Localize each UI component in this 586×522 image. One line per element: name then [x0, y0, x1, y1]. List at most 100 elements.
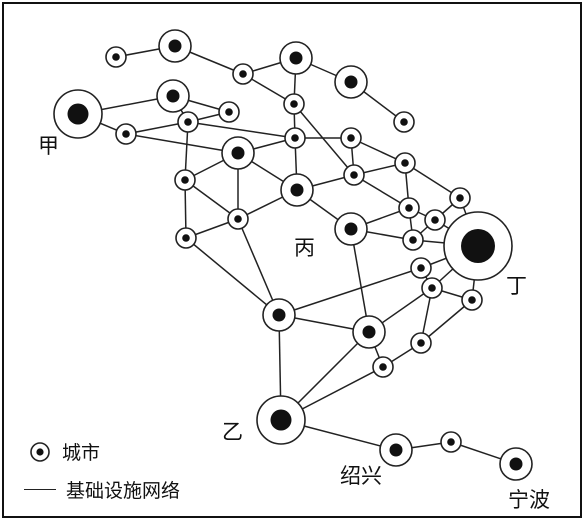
city-core [401, 159, 409, 167]
city-node-b [158, 29, 192, 63]
city-core [168, 39, 182, 53]
network-link-j-l [187, 121, 296, 139]
city-node-v [402, 229, 424, 251]
legend-network-row: 基础设施网络 [24, 476, 180, 503]
city-node-dd [410, 332, 432, 354]
city-core [234, 215, 242, 223]
network-link-w-bb [237, 218, 280, 316]
city-node-ee [372, 356, 394, 378]
label-ding: 丁 [506, 274, 527, 298]
city-core [347, 134, 355, 142]
city-core [290, 100, 298, 108]
city-core [509, 457, 523, 471]
city-core [272, 308, 286, 322]
city-core [379, 363, 387, 371]
city-node-ding [443, 211, 513, 281]
city-core [431, 216, 439, 224]
city-node-s [398, 197, 420, 219]
node-layer [53, 29, 533, 481]
city-node-q [343, 164, 365, 186]
city-node-x [175, 227, 197, 249]
city-core [405, 204, 413, 212]
city-node-y [410, 257, 432, 279]
city-node-bing [334, 212, 368, 246]
city-core [389, 443, 403, 457]
city-core [456, 194, 464, 202]
city-node-ningbo [499, 447, 533, 481]
city-node-n [221, 136, 255, 170]
city-core [184, 118, 192, 126]
city-core [166, 89, 180, 103]
label-ningbo: 宁波 [508, 488, 550, 512]
city-node-m [340, 127, 362, 149]
label-jia: 甲 [38, 134, 59, 158]
legend-city-row: 城市 [28, 438, 100, 465]
city-core [447, 438, 455, 446]
city-core [417, 264, 425, 272]
city-node-jia [53, 89, 103, 139]
city-node-ff [440, 431, 462, 453]
city-core [225, 108, 233, 116]
city-node-z [421, 277, 443, 299]
city-core [289, 51, 303, 65]
city-core [122, 130, 130, 138]
city-core [417, 339, 425, 347]
network-link-i-n [125, 133, 239, 154]
city-node-i [115, 123, 137, 145]
network-link-x-bb [185, 237, 280, 316]
city-node-yi [256, 395, 306, 445]
city-core [409, 236, 417, 244]
city-symbol-icon [30, 441, 50, 462]
city-core [468, 296, 476, 304]
city-node-bb [262, 298, 296, 332]
city-core [461, 229, 495, 263]
city-node-d [279, 41, 313, 75]
legend-city-label: 城市 [62, 442, 101, 464]
city-node-u [424, 209, 446, 231]
city-core [344, 222, 358, 236]
legend-network-label: 基础设施网络 [66, 480, 181, 502]
city-node-e [334, 65, 368, 99]
city-node-c [232, 63, 254, 85]
city-core [182, 234, 190, 242]
network-link-bing-cc [350, 228, 370, 333]
city-node-r [394, 152, 416, 174]
city-node-aa [461, 289, 483, 311]
city-core [67, 103, 89, 125]
city-core [350, 171, 358, 179]
city-node-h [218, 101, 240, 123]
city-node-o [174, 169, 196, 191]
city-node-shaoxing [379, 433, 413, 467]
city-core [290, 183, 304, 197]
network-link-k-q [293, 103, 355, 176]
city-core [344, 75, 358, 89]
city-node-p [280, 173, 314, 207]
label-yi: 乙 [222, 420, 243, 444]
city-node-k [283, 93, 305, 115]
city-core [181, 176, 189, 184]
city-node-j [177, 111, 199, 133]
city-core [112, 53, 120, 61]
network-link-o-w [184, 179, 239, 220]
city-core [362, 325, 376, 339]
city-node-t [449, 187, 471, 209]
city-node-f [393, 111, 415, 133]
city-node-w [227, 208, 249, 230]
city-core [428, 284, 436, 292]
network-link-r-t [404, 162, 461, 199]
city-core [400, 118, 408, 126]
network-line-icon [24, 489, 56, 490]
city-node-l [284, 127, 306, 149]
label-bing: 丙 [294, 236, 315, 260]
city-core [291, 134, 299, 142]
city-core [270, 409, 292, 431]
network-link-dd-aa [420, 299, 473, 344]
city-core [231, 146, 245, 160]
diagram-frame [2, 2, 582, 518]
city-node-a [105, 46, 127, 68]
city-core [239, 70, 247, 78]
city-node-cc [352, 315, 386, 349]
network-link-bb-y [278, 267, 422, 316]
